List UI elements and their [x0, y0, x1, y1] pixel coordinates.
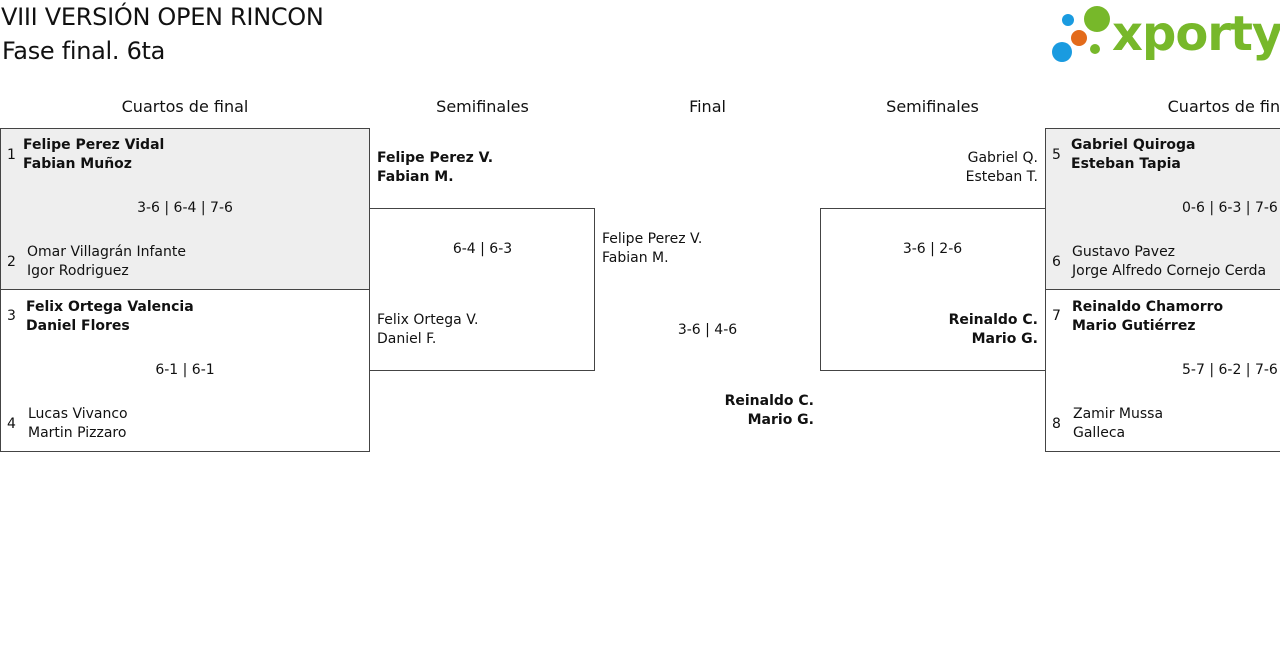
player-name: Reinaldo Chamorro	[1072, 299, 1224, 315]
tournament-subtitle: Fase final. 6ta	[2, 37, 166, 65]
player-name: Esteban T.	[965, 169, 1038, 185]
xporty-logo[interactable]: xporty	[1050, 4, 1280, 68]
seed-number: 2	[7, 254, 16, 270]
player-name: Esteban Tapia	[1071, 156, 1181, 172]
player-name: Igor Rodriguez	[27, 263, 129, 279]
round-header-semis-right: Semifinales	[886, 97, 979, 116]
logo-text: xporty	[1112, 6, 1280, 62]
logo-dot-green-small	[1090, 44, 1100, 54]
seed-number: 5	[1052, 147, 1061, 163]
player-name: Galleca	[1073, 425, 1126, 441]
player-name: Jorge Alfredo Cornejo Cerda	[1072, 263, 1267, 279]
logo-dot-green	[1084, 6, 1110, 32]
player-name: Gabriel Quiroga	[1071, 137, 1196, 153]
round-header-semis-left: Semifinales	[436, 97, 529, 116]
logo-dot-blue-large	[1052, 42, 1072, 62]
match-score: 5-7 | 6-2 | 7-6	[1182, 362, 1278, 378]
seed-number: 4	[7, 416, 16, 432]
player-name: Zamir Mussa	[1073, 406, 1164, 422]
seed-number: 8	[1052, 416, 1061, 432]
player-name: Felix Ortega Valencia	[26, 299, 194, 315]
player-name: Fabian Muñoz	[23, 156, 132, 172]
match-score: 6-1 | 6-1	[155, 362, 215, 378]
player-name: Omar Villagrán Infante	[27, 244, 186, 260]
logo-dot-blue-small	[1062, 14, 1074, 26]
match-score: 3-6 | 6-4 | 7-6	[137, 200, 233, 216]
player-name: Mario G.	[971, 331, 1038, 347]
player-name: Reinaldo C.	[948, 312, 1038, 328]
logo-dot-orange	[1071, 30, 1087, 46]
champion-name: Mario G.	[747, 412, 814, 428]
player-name: Mario Gutiérrez	[1072, 318, 1196, 334]
champion-name: Reinaldo C.	[724, 393, 814, 409]
player-name: Gustavo Pavez	[1072, 244, 1176, 260]
seed-number: 3	[7, 308, 16, 324]
match-box-sf-left[interactable]	[369, 208, 595, 371]
final-score: 3-6 | 4-6	[677, 322, 738, 338]
player-name: Felipe Perez V.	[377, 150, 494, 166]
seed-number: 6	[1052, 254, 1061, 270]
player-name: Daniel F.	[377, 331, 437, 347]
match-box-qf1[interactable]	[0, 128, 370, 290]
player-name: Felix Ortega V.	[377, 312, 479, 328]
player-name: Felipe Perez V.	[602, 231, 703, 247]
player-name: Fabian M.	[602, 250, 669, 266]
player-name: Felipe Perez Vidal	[23, 137, 165, 153]
match-box-qf3[interactable]	[1045, 128, 1280, 290]
round-header-final: Final	[689, 97, 726, 116]
player-name: Fabian M.	[377, 169, 454, 185]
match-box-qf4[interactable]	[1045, 289, 1280, 452]
seed-number: 1	[7, 147, 16, 163]
round-header-quarters-left: Cuartos de final	[121, 97, 249, 116]
seed-number: 7	[1052, 308, 1061, 324]
player-name: Gabriel Q.	[967, 150, 1038, 166]
match-score: 6-4 | 6-3	[452, 241, 513, 257]
player-name: Lucas Vivanco	[28, 406, 128, 422]
player-name: Daniel Flores	[26, 318, 130, 334]
round-header-quarters-right: Cuartos de final	[1167, 97, 1280, 116]
tournament-title: VIII VERSIÓN OPEN RINCON	[1, 3, 324, 31]
match-score: 0-6 | 6-3 | 7-6	[1182, 200, 1278, 216]
player-name: Martin Pizzaro	[28, 425, 127, 441]
match-score: 3-6 | 2-6	[902, 241, 963, 257]
